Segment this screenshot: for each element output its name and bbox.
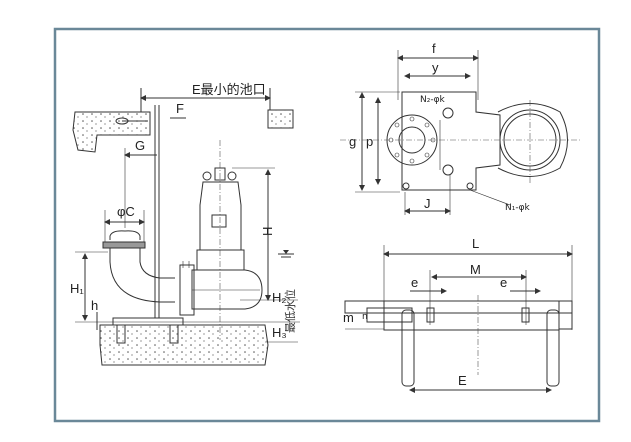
label-y: y [432, 60, 439, 75]
base-plate [112, 317, 184, 326]
label-G: G [135, 138, 145, 153]
pit-slab-right [267, 109, 294, 129]
top-view: f y g p N₂-φk N₁-φk J [340, 41, 580, 215]
drawing-frame [53, 27, 601, 423]
label-L: L [472, 236, 479, 251]
concrete-foundation [99, 324, 269, 366]
pump-body [179, 167, 263, 316]
label-min-water-level: 最低水位 [283, 289, 297, 333]
outlet-ring [497, 103, 568, 177]
label-H: H [260, 227, 275, 236]
label-E-base: E [458, 373, 467, 388]
coupling-body [401, 91, 501, 191]
label-E-min-pit-opening: E最小的池口 [192, 82, 266, 97]
pit-slab-left [72, 111, 151, 153]
label-p: p [366, 134, 373, 149]
label-H3: H₃ [272, 325, 287, 340]
leg-right [546, 309, 560, 387]
label-F: F [176, 101, 184, 116]
guide-rail-bracket [115, 117, 148, 125]
label-m: m [343, 310, 354, 325]
label-f: f [432, 41, 436, 56]
label-J: J [424, 196, 431, 211]
label-h: h [91, 298, 98, 313]
base-view: L M e e m n E [343, 236, 573, 393]
label-H2: H₂ [272, 290, 286, 305]
side-view: E最小的池口 F G φC H [70, 82, 300, 366]
label-phi-C: φC [117, 204, 135, 219]
label-e-left: e [411, 275, 418, 290]
label-N2-phi-k: N₂-φk [420, 95, 446, 105]
label-n: n [362, 312, 368, 322]
base-bar [344, 300, 573, 314]
leg-left [401, 309, 415, 387]
label-g: g [349, 134, 356, 149]
label-M: M [470, 262, 481, 277]
label-N1-phi-k: N₁-φk [505, 203, 531, 213]
label-H1: H₁ [70, 281, 84, 296]
outlet-pipe [109, 230, 141, 240]
label-e-right: e [500, 275, 507, 290]
water-level-symbol [278, 250, 294, 258]
